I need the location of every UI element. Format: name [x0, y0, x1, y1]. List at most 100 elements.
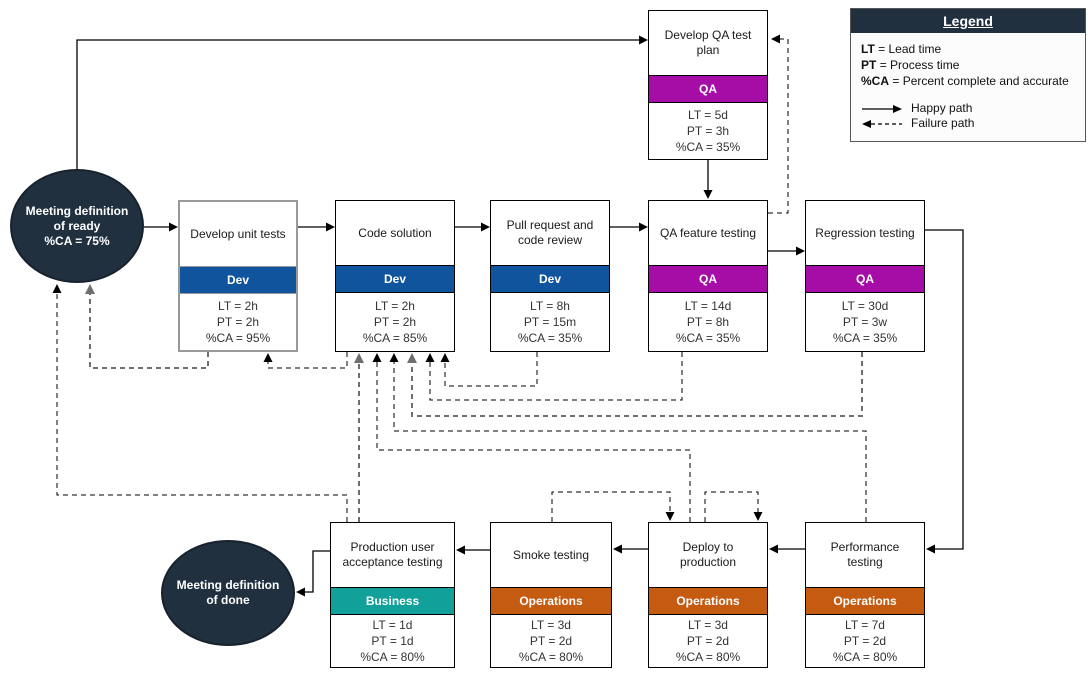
fail-smoke-to-deploy — [551, 491, 675, 522]
legend-item-lt: LT = Lead time — [861, 41, 1075, 57]
percent-complete-accurate: %CA = 35% — [675, 331, 741, 345]
process-qa-feature-testing[interactable]: QA feature testing QA LT = 14d PT = 8h %… — [648, 200, 768, 352]
percent-complete-accurate: %CA = 80% — [518, 650, 584, 664]
legend-failure-path-row: Failure path — [861, 116, 1075, 131]
process-title: Production user acceptance testing — [342, 540, 443, 569]
process-title: Develop unit tests — [190, 226, 286, 241]
team-band: Operations — [806, 587, 924, 615]
happy-puat-to-done — [296, 550, 330, 597]
process-time: PT = 2d — [529, 634, 573, 648]
legend-body: LT = Lead time PT = Process time %CA = P… — [851, 33, 1085, 141]
lead-time: LT = 8h — [530, 299, 570, 313]
happy-ready-to-qa-test-plan — [76, 35, 648, 169]
team-band: QA — [806, 265, 924, 293]
process-metrics: LT = 1d PT = 1d %CA = 80% — [331, 615, 454, 667]
legend-desc: = Process time — [879, 58, 960, 72]
legend-failure-label: Failure path — [911, 116, 975, 130]
lead-time: LT = 2h — [375, 299, 415, 313]
lead-time: LT = 14d — [684, 299, 732, 313]
fail-performance-to-code — [389, 353, 867, 522]
fail-puat-to-ready — [52, 284, 348, 522]
lead-time: LT = 3d — [531, 618, 571, 632]
legend-happy-path-row: Happy path — [861, 101, 1075, 116]
process-metrics: LT = 7d PT = 2d %CA = 80% — [806, 615, 924, 667]
process-metrics: LT = 2h PT = 2h %CA = 95% — [180, 294, 296, 350]
process-title: Performance testing — [830, 540, 900, 569]
fail-unit-tests-to-ready — [85, 284, 209, 369]
legend-item-pt: PT = Process time — [861, 57, 1075, 73]
process-time: PT = 2h — [216, 315, 260, 329]
fail-deploy-to-code — [372, 353, 691, 522]
process-pull-request-code-review[interactable]: Pull request and code review Dev LT = 8h… — [490, 200, 610, 352]
percent-complete-accurate: %CA = 35% — [517, 331, 583, 345]
percent-complete-accurate: %CA = 80% — [832, 650, 898, 664]
process-metrics: LT = 3d PT = 2d %CA = 80% — [649, 615, 767, 667]
legend-arrow-key: Happy path Failure path — [861, 101, 1075, 131]
lead-time: LT = 1d — [372, 618, 413, 632]
process-regression-testing[interactable]: Regression testing QA LT = 30d PT = 3w %… — [805, 200, 925, 352]
terminal-done-label: Meeting definition of done — [176, 578, 280, 607]
legend-happy-label: Happy path — [911, 101, 973, 115]
terminal-meeting-definition-of-ready[interactable]: Meeting definition of ready %CA = 75% — [10, 169, 144, 283]
process-title: Regression testing — [815, 225, 915, 240]
lead-time: LT = 2h — [218, 299, 258, 313]
process-title: Deploy to production — [679, 540, 737, 569]
team-band: Dev — [491, 265, 609, 293]
process-title: Pull request and code review — [506, 218, 594, 247]
fail-code-to-unit-tests — [263, 352, 348, 369]
terminal-ready-ca: %CA = 75% — [44, 233, 110, 248]
process-deploy-to-production[interactable]: Deploy to production Operations LT = 3d … — [648, 522, 768, 668]
team-band: Dev — [336, 265, 454, 293]
process-time: PT = 3w — [842, 315, 888, 329]
team-band: Operations — [649, 587, 767, 615]
legend-term: LT — [861, 42, 875, 56]
fail-qa-feature-to-qa-test-plan — [768, 34, 789, 214]
process-metrics: LT = 2h PT = 2h %CA = 85% — [336, 293, 454, 351]
legend-desc: = Lead time — [878, 42, 942, 56]
process-performance-testing[interactable]: Performance testing Operations LT = 7d P… — [805, 522, 925, 668]
process-title: QA feature testing — [659, 225, 757, 240]
process-time: PT = 2h — [373, 315, 417, 329]
process-time: PT = 15m — [523, 315, 577, 329]
legend-title: Legend — [851, 9, 1085, 33]
percent-complete-accurate: %CA = 80% — [360, 650, 425, 664]
happy-path-arrow-icon — [862, 104, 902, 113]
legend-term: %CA — [861, 74, 890, 88]
lead-time: LT = 30d — [841, 299, 889, 313]
process-develop-qa-test-plan[interactable]: Develop QA test plan QA LT = 5d PT = 3h … — [648, 10, 768, 160]
percent-complete-accurate: %CA = 35% — [675, 140, 741, 154]
process-metrics: LT = 30d PT = 3w %CA = 35% — [806, 293, 924, 351]
process-metrics: LT = 3d PT = 2d %CA = 80% — [491, 615, 611, 667]
team-band: QA — [649, 265, 767, 293]
process-code-solution[interactable]: Code solution Dev LT = 2h PT = 2h %CA = … — [335, 200, 455, 352]
terminal-ready-label: Meeting definition of ready — [25, 203, 129, 233]
process-time: PT = 3h — [686, 124, 730, 138]
percent-complete-accurate: %CA = 35% — [832, 331, 898, 345]
lead-time: LT = 5d — [688, 108, 728, 122]
team-band: QA — [649, 75, 767, 103]
process-title: Develop QA test plan — [664, 28, 752, 57]
happy-regression-to-performance — [925, 229, 964, 554]
fail-qa-feature-to-code — [425, 352, 683, 401]
process-metrics: LT = 5d PT = 3h %CA = 35% — [649, 103, 767, 159]
failure-path-arrow-icon — [862, 119, 902, 128]
process-title: Smoke testing — [512, 547, 590, 562]
team-band: Business — [331, 587, 454, 615]
fail-deploy-self-loop — [704, 491, 763, 522]
process-title: Code solution — [358, 225, 432, 240]
lead-time: LT = 7d — [845, 618, 885, 632]
percent-complete-accurate: %CA = 80% — [675, 650, 741, 664]
terminal-meeting-definition-of-done[interactable]: Meeting definition of done — [161, 540, 295, 646]
process-metrics: LT = 14d PT = 8h %CA = 35% — [649, 293, 767, 351]
lead-time: LT = 3d — [688, 618, 728, 632]
process-develop-unit-tests[interactable]: Develop unit tests Dev LT = 2h PT = 2h %… — [178, 200, 298, 352]
fail-regression-to-code — [407, 352, 863, 417]
legend-item-ca: %CA = Percent complete and accurate — [861, 73, 1075, 89]
process-smoke-testing[interactable]: Smoke testing Operations LT = 3d PT = 2d… — [490, 522, 612, 668]
legend-term: PT — [861, 58, 877, 72]
process-production-user-acceptance-testing[interactable]: Production user acceptance testing Busin… — [330, 522, 455, 668]
legend-panel: Legend LT = Lead time PT = Process time … — [850, 8, 1086, 142]
percent-complete-accurate: %CA = 95% — [205, 331, 271, 345]
